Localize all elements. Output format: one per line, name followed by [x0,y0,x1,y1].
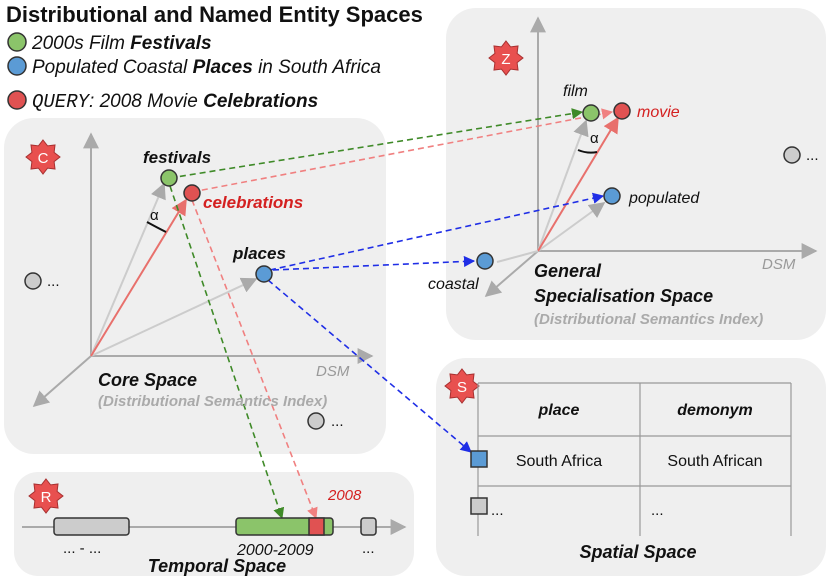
spatial-cell-ellipsis-1: ... [491,502,504,519]
svg-text:2000s Film Festivals: 2000s Film Festivals [31,33,212,54]
film-label: film [563,83,588,100]
badge-z: Z [488,40,524,76]
timeline-bar-left [53,517,130,536]
spatial-space-panel [436,358,826,576]
coastal-point [476,252,494,270]
temporal-space-title: Temporal Space [148,556,286,576]
core-space-title: Core Space [98,370,197,390]
svg-text:C: C [38,150,49,167]
movie-point [613,102,631,120]
timeline-bar-2008 [308,517,325,536]
svg-text:S: S [457,379,467,396]
general-space-subtitle: (Distributional Semantics Index) [534,311,763,328]
spatial-ellipsis-marker [470,497,488,515]
badge-r: R [28,478,64,514]
movie-label: movie [637,104,680,121]
festivals-point [160,169,178,187]
svg-text:R: R [41,489,52,506]
timeline-bar-right [360,517,377,536]
core-space-axes [32,132,374,408]
badge-c: C [25,139,61,175]
legend-places: Populated Coastal Places in South Africa [7,56,381,78]
general-ellipsis: ... [806,147,819,164]
core-ellipsis-left: ... [47,273,60,290]
legend-festivals: 2000s Film Festivals [7,32,212,54]
populated-label: populated [628,190,700,207]
core-ellipsis-point-left [24,272,42,290]
mapping-arrows [169,108,614,520]
spatial-cell-south-african: South African [667,453,762,470]
core-space-panel [4,118,386,454]
diagram-title: Distributional and Named Entity Spaces [6,2,423,27]
south-africa-marker [470,450,488,468]
general-space-axes [484,16,818,298]
core-ellipsis-point-bottom [307,412,325,430]
celebrations-label: celebrations [203,193,303,212]
svg-text:Populated Coastal Places in So: Populated Coastal Places in South Africa [32,57,381,78]
general-alpha-label: α [590,130,599,147]
svg-text:Z: Z [501,51,510,68]
badge-s: S [444,368,480,404]
spatial-space-title: Spatial Space [579,542,696,562]
general-dsm-label: DSM [762,256,796,273]
places-label: places [232,244,286,263]
core-space-subtitle: (Distributional Semantics Index) [98,393,327,410]
timeline-label-left: ... - ... [63,540,101,557]
spatial-header-demonym: demonym [677,402,753,419]
core-alpha-label: α [150,207,159,224]
spatial-table [477,382,792,536]
core-dsm-label: DSM [316,363,350,380]
places-point [255,265,273,283]
timeline-label-right: ... [362,540,375,557]
general-space-title-line2: Specialisation Space [534,286,713,306]
temporal-space-panel [14,472,414,576]
celebrations-point [183,184,201,202]
general-space-panel [446,8,826,340]
timeline-label-range: 2000-2009 [236,542,314,559]
spatial-cell-ellipsis-2: ... [651,502,664,519]
svg-text:QUERY: 2008 Movie Celebrations: QUERY: 2008 Movie Celebrations [32,91,318,113]
coastal-label: coastal [428,276,479,293]
timeline-label-2008: 2008 [327,487,362,504]
populated-point [603,187,621,205]
legend-query: QUERY: 2008 Movie Celebrations [7,90,318,113]
festivals-label: festivals [143,148,211,167]
spatial-cell-south-africa: South Africa [516,453,602,470]
general-space-title-line1: General [534,261,602,281]
spatial-header-place: place [538,402,580,419]
core-ellipsis-bottom: ... [331,413,344,430]
general-ellipsis-point [783,146,801,164]
film-point [582,104,600,122]
